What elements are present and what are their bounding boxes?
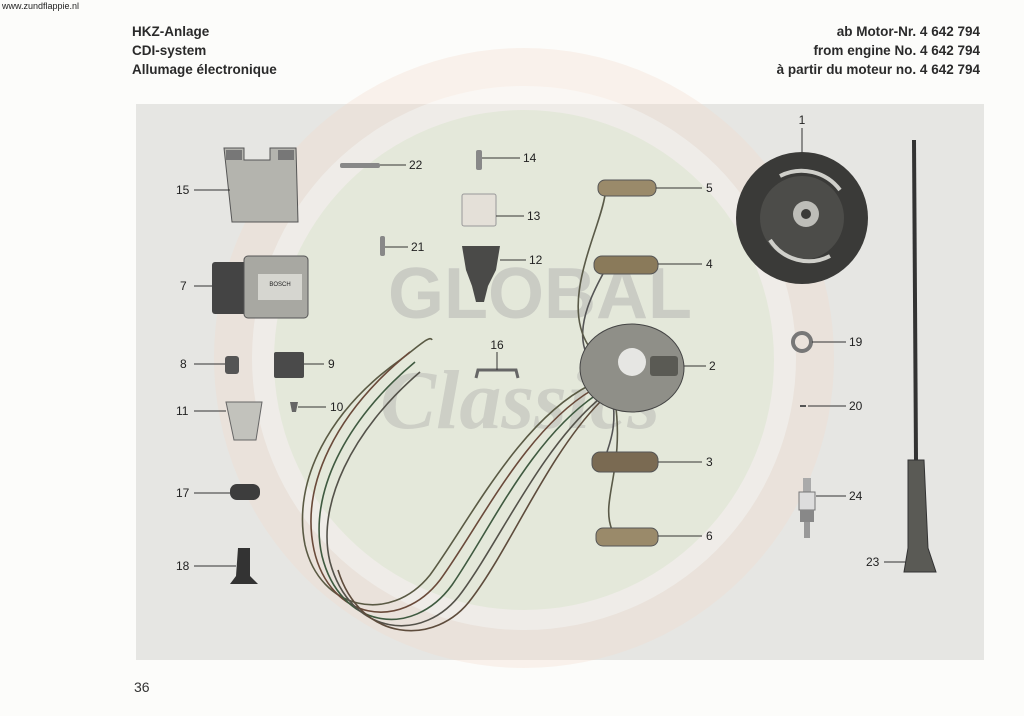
callout-12: 12	[529, 253, 543, 267]
callout-14: 14	[523, 151, 537, 165]
part-15-bracket	[223, 147, 299, 223]
leader-lines	[194, 128, 906, 567]
callout-4: 4	[706, 257, 713, 271]
callout-6: 6	[706, 529, 713, 543]
module-brand: BOSCH	[269, 282, 290, 288]
header-left-line: Allumage électronique	[132, 62, 277, 77]
header-left-line: CDI-system	[132, 43, 207, 58]
callout-9: 9	[328, 357, 335, 371]
part-6-coil	[595, 527, 659, 547]
part-20-key	[800, 405, 806, 407]
callout-1: 1	[799, 113, 806, 127]
callout-20: 20	[849, 399, 863, 413]
header-right: ab Motor-Nr. 4 642 794 from engine No. 4…	[777, 22, 980, 79]
part-22-screw	[340, 163, 380, 168]
watermark: GLOBAL Classics	[214, 48, 834, 668]
header-left-line: HKZ-Anlage	[132, 24, 210, 39]
part-9-cover	[274, 352, 304, 378]
part-1-flywheel	[736, 152, 868, 284]
header-right-line: from engine No. 4 642 794	[813, 43, 980, 58]
callout-22: 22	[409, 158, 423, 172]
callout-16: 16	[490, 338, 504, 352]
part-21-pin	[380, 236, 385, 256]
part-12-boot	[462, 246, 500, 302]
part-3-coil	[591, 451, 659, 473]
part-8-grommet	[225, 356, 239, 374]
callout-5: 5	[706, 181, 713, 195]
callout-11: 11	[176, 404, 189, 418]
callout-13: 13	[527, 209, 541, 223]
callout-24: 24	[849, 489, 863, 503]
header-left: HKZ-Anlage CDI-system Allumage électroni…	[132, 22, 277, 79]
callout-7: 7	[180, 279, 187, 293]
header-right-line: à partir du moteur no. 4 642 794	[776, 62, 980, 77]
part-7-cdi-module: BOSCH	[212, 255, 309, 319]
part-19-washer	[791, 331, 813, 353]
part-23-ht-lead	[903, 139, 937, 573]
part-10-clip	[290, 402, 298, 412]
callout-numbers: 1 2 3 4 5 6 7 8 9 10 11 12 13 14 15 16 1…	[176, 113, 880, 573]
callout-23: 23	[866, 555, 880, 569]
callout-18: 18	[176, 559, 190, 573]
part-18-connector	[230, 548, 258, 584]
callout-10: 10	[330, 400, 344, 414]
callout-15: 15	[176, 183, 190, 197]
part-4-coil	[593, 255, 659, 275]
header-right-line: ab Motor-Nr. 4 642 794	[836, 24, 980, 39]
callout-3: 3	[706, 455, 713, 469]
part-13-terminal	[461, 193, 497, 227]
page-number: 36	[134, 679, 150, 695]
part-2-base-plate	[579, 323, 685, 413]
callout-21: 21	[411, 240, 425, 254]
part-5-coil	[597, 179, 657, 197]
site-url: www.zundflappie.nl	[2, 1, 80, 11]
callout-19: 19	[849, 335, 863, 349]
part-24-spark-plug	[798, 478, 816, 538]
callout-2: 2	[709, 359, 716, 373]
part-11-cap	[225, 401, 263, 441]
part-17-boot	[230, 484, 260, 500]
callout-17: 17	[176, 486, 190, 500]
callout-8: 8	[180, 357, 187, 371]
part-14-pin	[476, 150, 482, 170]
